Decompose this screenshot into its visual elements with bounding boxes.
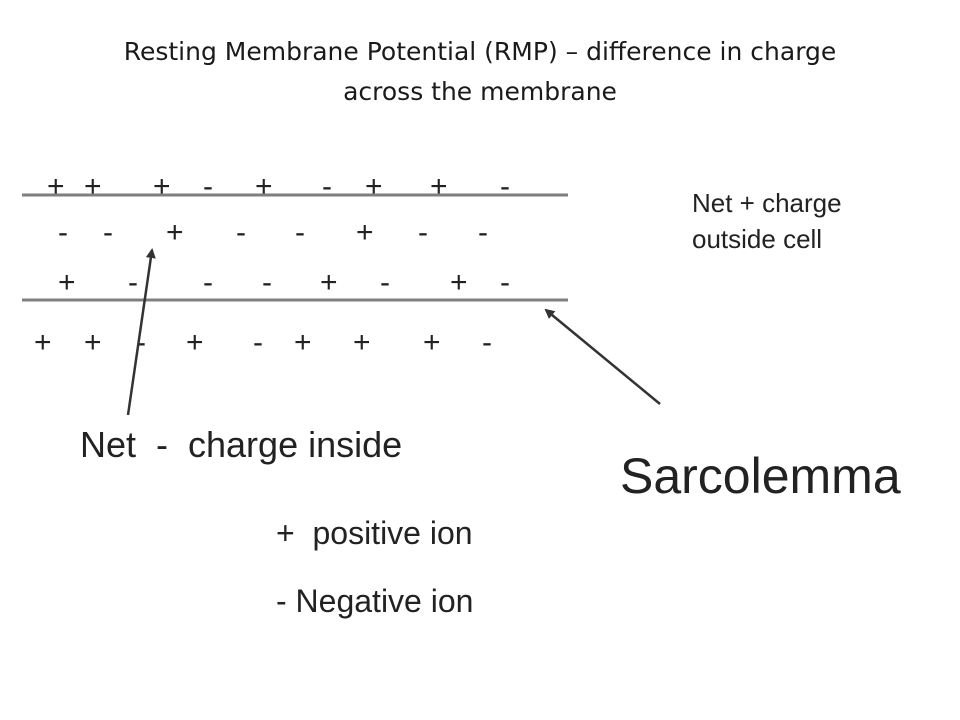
charge-symbol: - [500,266,510,299]
charge-row-inside: + + - + - + + + - [34,326,492,359]
charge-symbol: - [203,170,213,203]
title-line-1: Resting Membrane Potential (RMP) – diffe… [123,37,837,66]
charge-row-outside: + + + - + - + + - [47,170,510,203]
outside-charge-label: Net + charge outside cell [692,185,842,257]
slide-title: Resting Membrane Potential (RMP) – diffe… [0,32,960,112]
legend-positive-ion: + positive ion [276,515,473,551]
charge-symbol: + [58,266,76,299]
charge-symbol: + [320,266,338,299]
charge-symbol: + [450,266,468,299]
sarcolemma-label: Sarcolemma [620,448,901,504]
charge-symbol: + [430,170,448,203]
charge-symbol: - [418,216,428,249]
charge-symbol: - [236,216,246,249]
charge-symbol: - [478,216,488,249]
charge-symbol: + [365,170,383,203]
inside-pointer-arrow [126,248,156,416]
charge-symbol: + [84,326,102,359]
charge-row-membrane-lower: + - - - + - + - [58,266,510,299]
title-line-2: across the membrane [343,77,617,106]
charge-symbol: - [380,266,390,299]
charge-symbol: - [482,326,492,359]
charge-symbol: + [423,326,441,359]
charge-symbol: - [322,170,332,203]
outside-label-line-2: outside cell [692,224,823,254]
charge-symbol: + [294,326,312,359]
charge-symbol: + [356,216,374,249]
charge-row-membrane-upper: - - + - - + - - [58,216,488,249]
charge-symbol: + [34,326,52,359]
charge-symbol: - [58,216,68,249]
charge-symbol: + [153,170,171,203]
charge-symbol: - [103,216,113,249]
charge-symbol: - [500,170,510,203]
inside-charge-label: Net - charge inside [80,424,403,465]
charge-symbol: + [166,216,184,249]
charge-symbol: + [186,326,204,359]
sarcolemma-pointer-arrow [544,308,661,405]
charge-symbol: + [84,170,102,203]
legend-negative-ion: - Negative ion [276,583,474,619]
charge-symbol: + [47,170,65,203]
charge-symbol: - [253,326,263,359]
charge-symbol: - [136,326,146,359]
charge-symbol: - [262,266,272,299]
outside-label-line-1: Net + charge [692,188,842,218]
charge-symbol: + [255,170,273,203]
charge-symbol: - [295,216,305,249]
charge-symbol: - [203,266,213,299]
charge-symbol: + [353,326,371,359]
charge-symbol: - [128,266,138,299]
